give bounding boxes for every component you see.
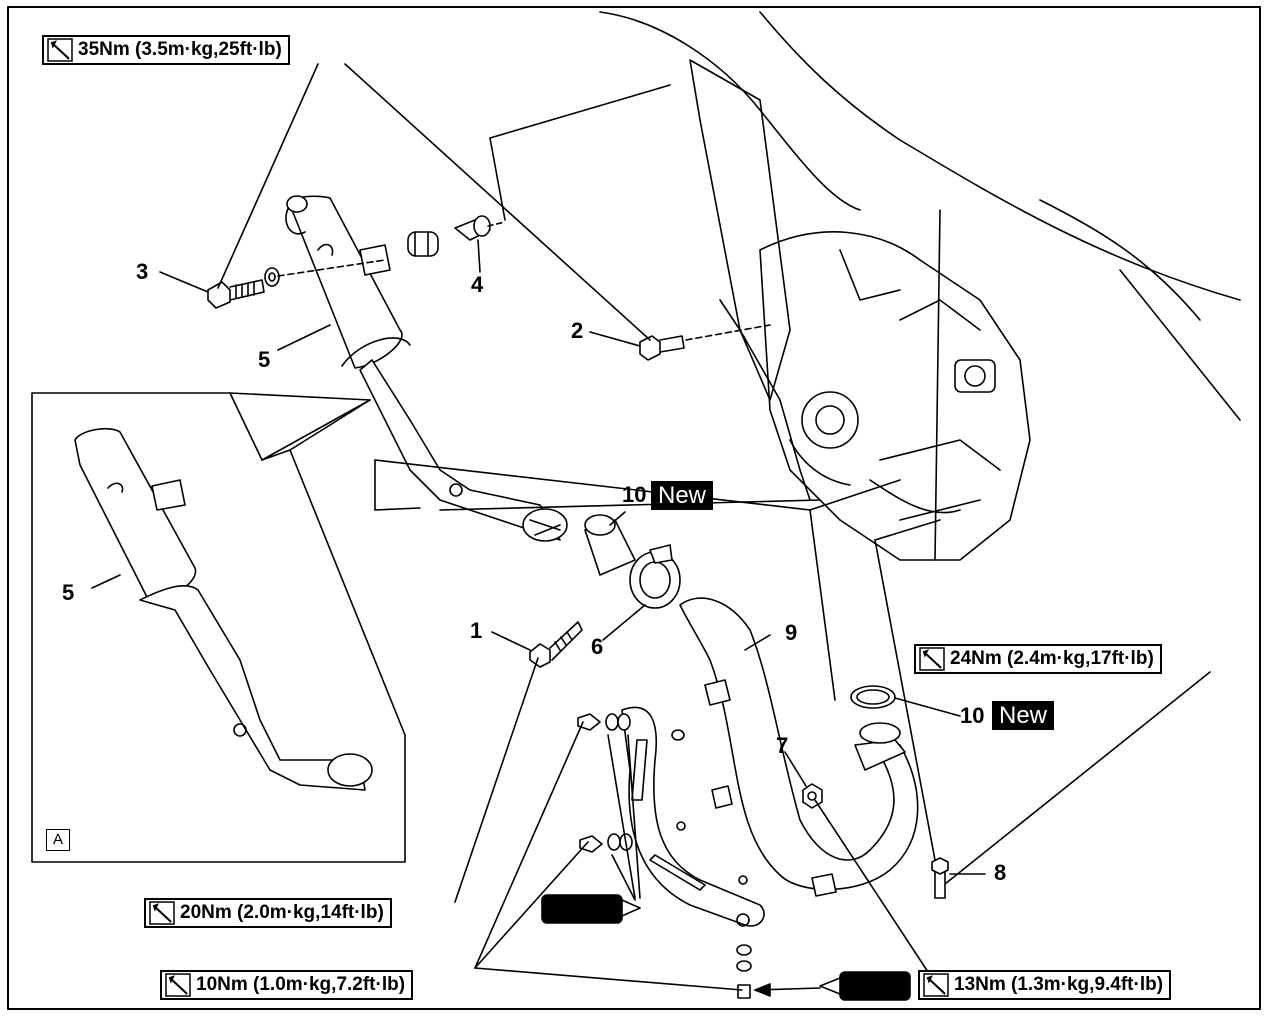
nut-7 [802, 783, 823, 809]
gasket-10-sleeve [584, 514, 636, 576]
bolt-8 [931, 857, 949, 899]
heat-guard-bracket [621, 706, 765, 927]
bracket-bolts [577, 713, 752, 999]
callout-3: 3 [136, 259, 149, 284]
torque-label-24nm: 24Nm (2.4m·kg,17ft·lb) [914, 644, 1162, 674]
callout-8: 8 [994, 860, 1007, 885]
torque-value: 13Nm (1.3m·kg,9.4ft·lb) [954, 974, 1164, 995]
torque-value: 20Nm (2.0m·kg,14ft·lb) [180, 902, 384, 923]
torque-wrench-icon [47, 38, 73, 62]
bolt-3 [207, 267, 280, 309]
inset-label: A [46, 829, 70, 851]
muffler [285, 195, 568, 542]
leader-lines [91, 63, 1211, 991]
torque-value: 35Nm (3.5m·kg,25ft·lb) [78, 39, 282, 60]
bolt-1 [529, 621, 583, 668]
torque-value: 24Nm (2.4m·kg,17ft·lb) [950, 648, 1154, 669]
header-pipe-9 [679, 597, 919, 897]
torque-wrench-icon [165, 973, 191, 997]
callout-5-inset: 5 [62, 580, 75, 605]
callout-7: 7 [776, 733, 789, 758]
grommet-4 [407, 215, 491, 257]
clamp-6 [629, 544, 681, 609]
callout-5: 5 [258, 347, 271, 372]
callout-9: 9 [785, 620, 798, 645]
torque-wrench-icon [149, 901, 175, 925]
torque-wrench-icon [919, 647, 945, 671]
callout-2: 2 [571, 318, 584, 343]
torque-label-20nm: 20Nm (2.0m·kg,14ft·lb) [144, 898, 392, 928]
callout-10-sleeve: 10 [622, 482, 647, 507]
bolt-2 [639, 335, 685, 361]
engine [759, 231, 1031, 561]
torque-label-10nm: 10Nm (1.0m·kg,7.2ft·lb) [160, 970, 414, 1000]
callout-1: 1 [470, 618, 483, 643]
torque-label-35nm: 35Nm (3.5m·kg,25ft·lb) [42, 35, 290, 65]
new-part-badge: New [651, 481, 714, 511]
callout-10-ring: 10 [960, 703, 985, 728]
motorcycle-frame [599, 11, 1241, 561]
inset-muffler [74, 428, 373, 791]
new-part-badge: New [992, 701, 1055, 731]
torque-label-13nm: 13Nm (1.3m·kg,9.4ft·lb) [918, 970, 1172, 1000]
torque-wrench-icon [923, 973, 949, 997]
callout-6: 6 [591, 634, 604, 659]
torque-value: 10Nm (1.0m·kg,7.2ft·lb) [196, 974, 406, 995]
callout-4: 4 [471, 272, 484, 297]
outer-frame [7, 6, 1261, 1010]
thread-locker-icon [541, 894, 911, 1001]
assembly-lines [229, 84, 821, 511]
